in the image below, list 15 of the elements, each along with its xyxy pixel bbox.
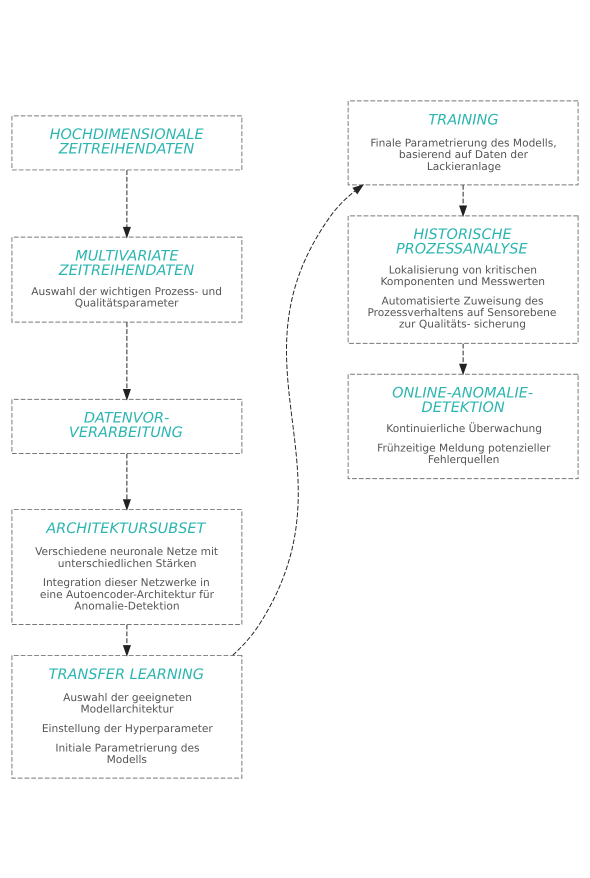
arrow (459, 342, 468, 375)
arrow (232, 184, 364, 656)
arrow (459, 184, 468, 217)
arrow (122, 624, 131, 656)
node-box: HISTORISCHE PROZESSANALYSE Lokalisierung von kritischen Komponenten und Messwerten Automatisierte Zuweisung des Prozessverhaltens auf Sensorebene zur Qualitäts- sicherung (348, 214, 579, 344)
node-box: TRANSFER LEARNING Auswahl der geeigneten Modellarchitektur Einstellung der Hyperparameter Initiale Parametrierung des Modells (11, 654, 242, 778)
node-box: HOCHDIMENSIONALE ZEITREIHENDATEN (11, 114, 242, 170)
arrow (122, 169, 131, 238)
node-box: ARCHITEKTURSUBSET Verschiedene neuronale Netze mit unterschiedlichen Stärken Integration dieser Netzwerke in eine Autoencoder-Architektur für Anomalie-Detektion (11, 508, 242, 624)
node-box: MULTIVARIATE ZEITREIHENDATEN Auswahl der wichtigen Prozess- und Qualitätsparameter (11, 236, 242, 322)
node-box: TRAINING Finale Parametrierung des Modells, basierend auf Daten der Lackieranlage (348, 100, 579, 185)
node-box: ONLINE-ANOMALIE- DETEKTION Kontinuierliche Überwachung Frühzeitige Meldung potenzieller Fehlerquellen (348, 373, 579, 479)
arrow (122, 322, 131, 400)
arrow (122, 452, 131, 510)
node-box: DATENVOR- VERARBEITUNG (11, 398, 242, 454)
